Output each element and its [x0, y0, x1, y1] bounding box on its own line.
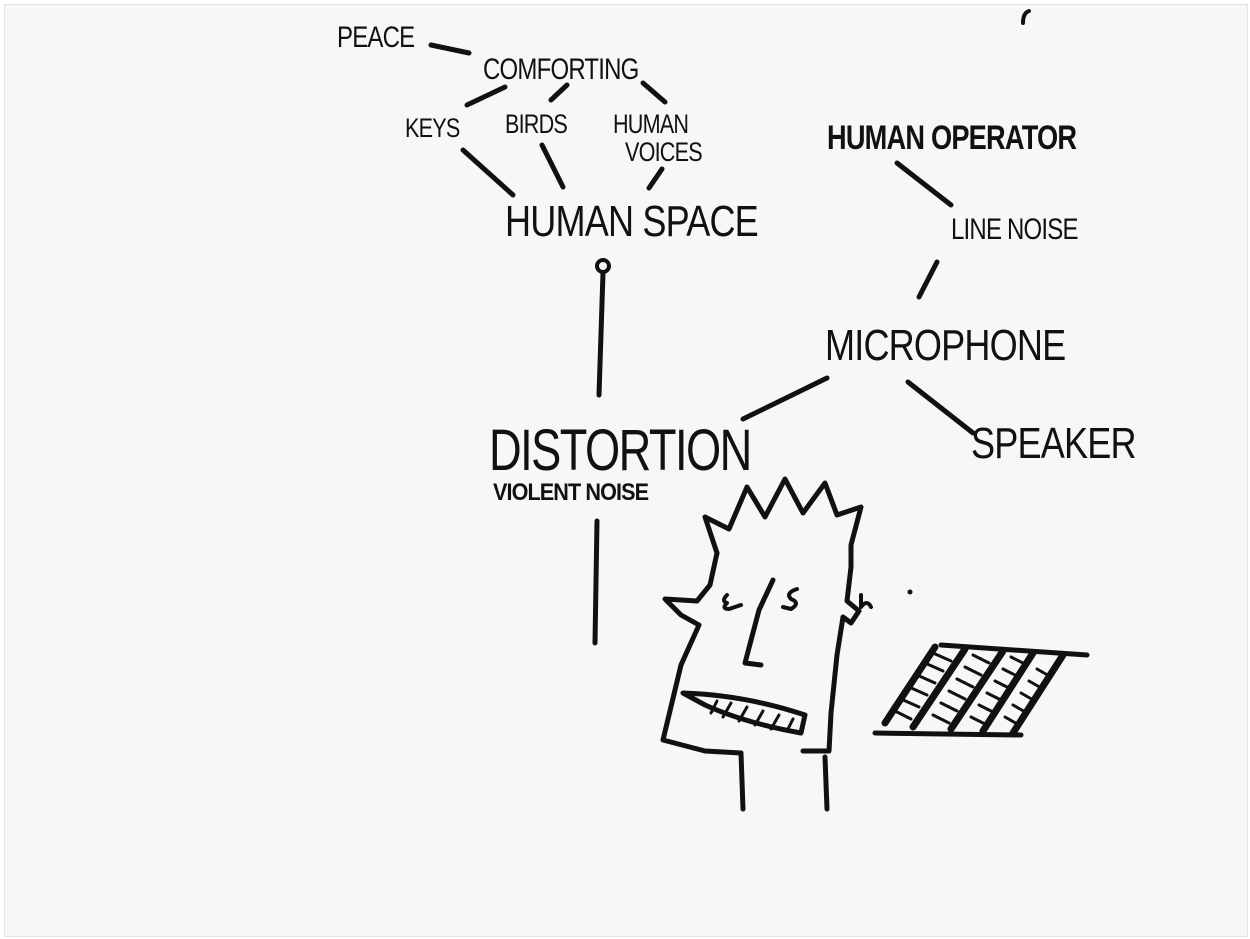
edge-comforting-birds — [548, 82, 570, 103]
node-peace: PEACE — [337, 21, 415, 54]
node-violent-noise: VIOLENT NOISE — [493, 479, 649, 506]
edge-comforting-voices — [640, 80, 668, 105]
screaming-face-drawing — [660, 476, 873, 812]
node-keys: KEYS — [405, 113, 460, 143]
stray-mark — [1021, 9, 1031, 25]
node-speaker: SPEAKER — [971, 419, 1137, 468]
node-human-space: HUMAN SPACE — [505, 197, 759, 246]
edge-birds-humanspace — [539, 142, 566, 190]
edge-distortion-microphone — [740, 375, 830, 422]
edge-peace-comforting — [428, 42, 472, 56]
sketch-ink-layer — [428, 9, 1090, 812]
edge-keys-humanspace — [460, 147, 516, 198]
node-human-operator: HUMAN OPERATOR — [827, 119, 1077, 157]
speaker-grille-drawing — [872, 642, 1090, 738]
node-human-voices-2: VOICES — [625, 137, 703, 167]
node-comforting: COMFORTING — [483, 53, 639, 86]
connector-lines — [428, 42, 976, 436]
edge-microphone-speaker — [905, 379, 976, 436]
edge-linenoise-microphone — [916, 259, 940, 300]
sketch-canvas: PEACE COMFORTING KEYS BIRDS HUMAN VOICES… — [4, 4, 1248, 937]
node-human-voices-1: HUMAN — [613, 109, 689, 139]
stray-dot — [907, 589, 913, 595]
edge-voices-humanspace — [646, 166, 665, 191]
human-space-pin — [592, 258, 611, 646]
node-birds: BIRDS — [505, 109, 568, 139]
node-distortion: DISTORTION — [489, 418, 752, 483]
edge-comforting-keys — [464, 84, 508, 108]
node-line-noise: LINE NOISE — [951, 213, 1079, 246]
node-microphone: MICROPHONE — [825, 321, 1066, 370]
edge-operator-linenoise — [894, 160, 954, 208]
